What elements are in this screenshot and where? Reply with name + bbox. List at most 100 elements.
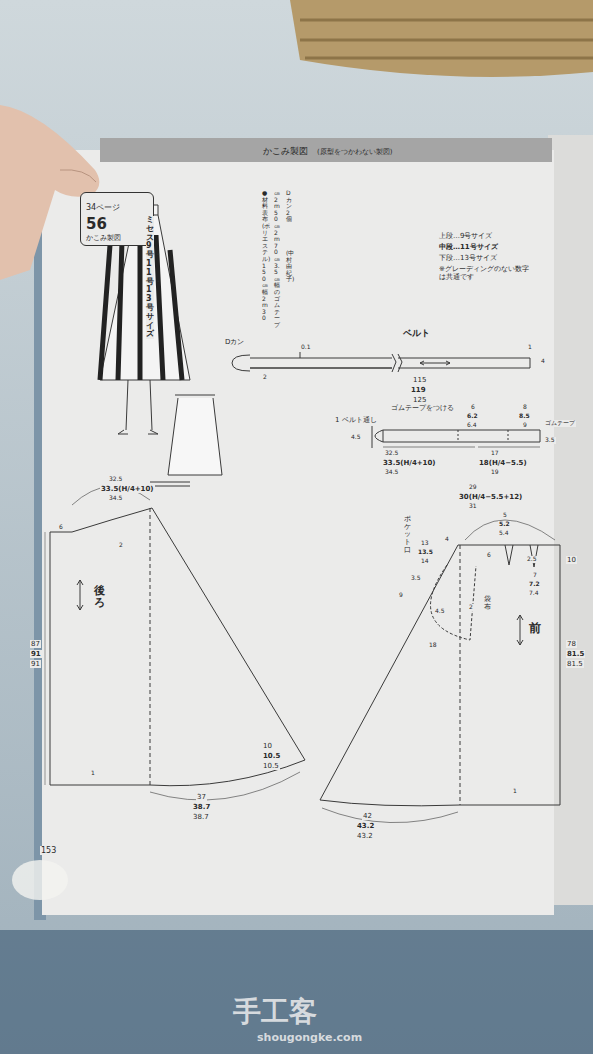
vertical-note: Dカン2個 [286, 190, 292, 223]
dimension-label: 43.2 [356, 822, 375, 830]
back-hem-dimension [150, 772, 300, 800]
dimension-label: 7 [532, 572, 538, 579]
back-grain-arrow [77, 580, 83, 610]
belt-tick [300, 352, 301, 358]
back-length-dimension [45, 532, 46, 785]
belt-sketch [150, 482, 190, 486]
dimension-label: 18 [428, 642, 438, 649]
front-top-dimension [465, 520, 555, 540]
table-edge [0, 930, 593, 1054]
header-band [100, 138, 552, 162]
dimension-label: 42 [362, 812, 373, 820]
dimension-label: 34.5 [108, 495, 123, 502]
dimension-label: 8 [522, 404, 528, 411]
dimension-label: 5.2 [498, 521, 511, 528]
dimension-label: 18(H/4−5.5) [478, 459, 528, 467]
front-center-line [460, 545, 461, 805]
dimension-label: 91 [30, 650, 42, 658]
dimension-label: 3.5 [410, 575, 422, 582]
dimension-label: 6 [470, 404, 476, 411]
front-hem-dimension [322, 808, 458, 823]
belt-loop [372, 426, 383, 448]
dimension-label: 33.5(H/4+10) [382, 459, 437, 467]
dimension-label: 37 [196, 793, 207, 801]
skirt-stripes [100, 235, 182, 380]
vertical-note: ミセス9号・11号・13号サイズ [146, 216, 154, 339]
dimension-label: 上段…9号サイズ [438, 232, 493, 240]
skirt-sketch [168, 395, 222, 475]
page-ref-box: 34ページ56かこみ製図 [80, 192, 154, 246]
dimension-label: 81.5 [566, 660, 584, 668]
dimension-label: 43.2 [356, 832, 374, 840]
basket-weave [300, 20, 593, 58]
dimension-label: 13.5 [417, 549, 434, 556]
dimension-label: 91 [30, 660, 41, 668]
waistband-dimension [383, 447, 540, 448]
dimension-label: 2.5 [526, 556, 538, 563]
dimension-label: 87 [30, 640, 41, 648]
dimension-label: 153 [40, 846, 57, 855]
vertical-note: ㎝ 2m50㎝ 2m70㎝ 3.5㎝幅のゴムテープ [274, 190, 280, 328]
belt-break [392, 354, 402, 372]
dimension-label: 6 [58, 524, 64, 531]
pattern-lines [45, 205, 560, 823]
dimension-label: 4.5 [350, 434, 362, 441]
dimension-label: 38.7 [192, 813, 210, 821]
dimension-label: 2 [118, 542, 124, 549]
dimension-label: 8.5 [518, 413, 531, 420]
dimension-label: ゴムテープをつける [390, 404, 455, 412]
vertical-note: 袋布 [484, 596, 491, 611]
dimension-label: 6.2 [466, 413, 479, 420]
dimension-label: 38.7 [192, 803, 211, 811]
belt-outline [250, 358, 530, 368]
dimension-label: 4 [540, 358, 546, 365]
d-ring [232, 355, 250, 371]
dimension-label: 1 ベルト通し [334, 416, 378, 424]
dimension-label: 5 [502, 512, 508, 519]
dimension-label: ※グレーディングのない数字は共通です [438, 265, 535, 281]
dimension-label: 2 [468, 604, 474, 611]
dimension-label: 31 [468, 503, 478, 510]
box-text: 34ページ [86, 202, 120, 213]
dimension-label: 19 [490, 469, 500, 476]
back-piece-outline [50, 508, 305, 786]
dimension-label: 81.5 [566, 650, 585, 658]
dimension-label: 125 [412, 396, 427, 404]
vertical-note: 後ろ [94, 585, 105, 609]
dimension-label: 1 [512, 788, 518, 795]
dimension-label: 6.4 [466, 422, 478, 429]
dimension-label: 10 [262, 742, 273, 750]
dimension-label: 10.5 [262, 762, 280, 770]
front-piece-outline [320, 545, 560, 806]
dimension-label: 29 [468, 484, 478, 491]
dimension-label: 115 [412, 376, 427, 384]
vertical-note: (中村由紀子) [286, 250, 292, 283]
dimension-label: ベルト [402, 328, 431, 338]
dimension-label: 32.5 [108, 476, 123, 483]
dimension-label: かこみ製図 [262, 146, 309, 156]
dimension-label: 7.4 [528, 590, 540, 597]
dimension-label: 33.5(H/4+10) [100, 485, 155, 493]
dimension-label: 1 [527, 344, 533, 351]
book-page [42, 150, 554, 915]
dimension-label: 5.4 [498, 530, 510, 537]
tucks [505, 545, 538, 567]
dimension-label: 78 [566, 640, 577, 648]
dimension-label: 7.2 [528, 581, 541, 588]
dimension-label: ゴムテープ [544, 420, 576, 427]
dimension-label: (原型をつかわない製図) [316, 148, 393, 156]
dimension-label: 32.5 [384, 450, 399, 457]
dimension-label: 3.5 [544, 437, 556, 444]
fingernail [60, 170, 96, 182]
dimension-label: 2 [262, 374, 268, 381]
dimension-label: Dカン [224, 338, 245, 346]
waistband-marks [458, 430, 508, 442]
figure-legs [118, 380, 158, 434]
dimension-label: 17 [490, 450, 500, 457]
dimension-label: 10 [566, 556, 577, 564]
box-text: かこみ製図 [86, 233, 144, 243]
pocket-bag [431, 565, 476, 640]
dimension-label: 1 [90, 770, 96, 777]
grain-arrow [420, 361, 450, 365]
